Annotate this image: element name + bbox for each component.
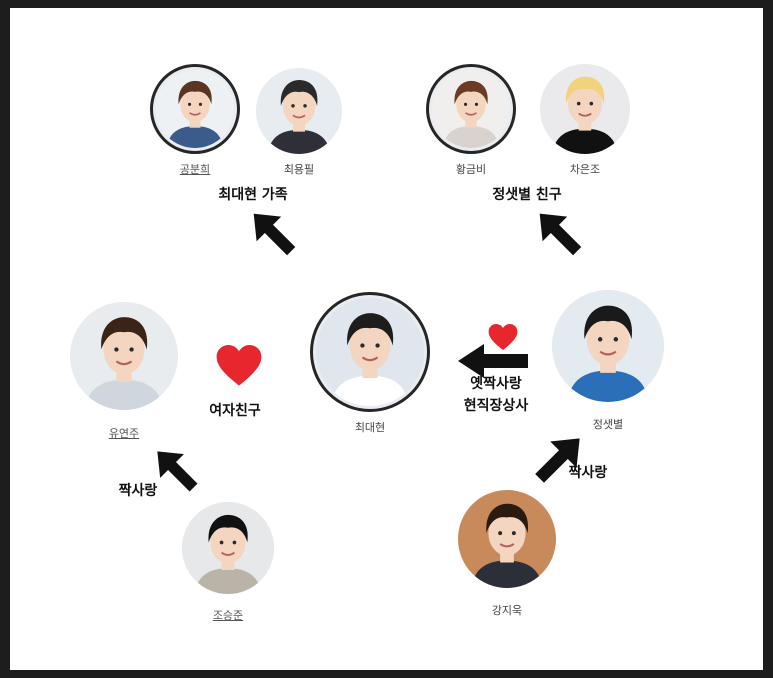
person-name: 정샛별 (592, 418, 624, 431)
avatar (150, 64, 240, 154)
portrait-image (552, 290, 664, 402)
portrait-image (432, 70, 510, 148)
arrow-to-jung-saetbyeol (535, 438, 580, 483)
relationship-diagram: 공분희 최용필 최대현 가족 황금비 차은조 정샛별 친구 유연주 (10, 8, 763, 670)
person-name-link[interactable]: 조승준 (212, 609, 244, 622)
portrait-image (316, 298, 424, 406)
arrow-to-friends (539, 213, 582, 256)
relation-label-girlfriend: 여자친구 (209, 403, 261, 419)
portrait-image (156, 70, 234, 148)
heart-icon (216, 345, 262, 386)
person-name: 차은조 (569, 163, 601, 176)
arrow-to-yu-yeonju (157, 451, 198, 492)
person-name: 강지욱 (491, 604, 523, 617)
relation-label-boss: 현직장상사 (463, 398, 529, 414)
person-yu-yeonju[interactable]: 유연주 (70, 302, 178, 442)
person-kang-jiwook[interactable]: 강지욱 (458, 490, 556, 620)
heart-icon (488, 324, 518, 351)
person-choi-yongpil[interactable]: 최용필 (256, 68, 342, 184)
person-jung-saetbyeol[interactable]: 정샛별 (552, 290, 664, 436)
person-cha-eunjo[interactable]: 차은조 (540, 64, 630, 184)
person-name: 최용필 (283, 163, 315, 176)
arrow-to-family (253, 213, 296, 256)
portrait-image (458, 490, 556, 588)
person-name-link[interactable]: 공분희 (179, 163, 211, 176)
person-gong-bunhee[interactable]: 공분희 (150, 64, 240, 184)
arrow-to-choi-daehyun (458, 344, 528, 378)
person-jo-seungjun[interactable]: 조승준 (182, 502, 274, 626)
relation-label-ex-crush: 옛짝사랑 (470, 376, 522, 392)
person-name: 황금비 (455, 163, 487, 176)
group-label-family: 최대현 가족 (218, 187, 288, 203)
person-hwang-geumbi[interactable]: 황금비 (426, 64, 516, 184)
person-name: 최대현 (354, 421, 386, 434)
portrait-image (540, 64, 630, 154)
portrait-image (70, 302, 178, 410)
portrait-image (182, 502, 274, 594)
avatar (426, 64, 516, 154)
person-name-link[interactable]: 유연주 (108, 427, 140, 440)
portrait-image (256, 68, 342, 154)
relation-label-crush-right: 짝사랑 (568, 465, 608, 481)
avatar (310, 292, 430, 412)
relation-label-crush-left: 짝사랑 (118, 483, 158, 499)
group-label-friends: 정샛별 친구 (492, 187, 562, 203)
person-choi-daehyun[interactable]: 최대현 (310, 292, 430, 442)
